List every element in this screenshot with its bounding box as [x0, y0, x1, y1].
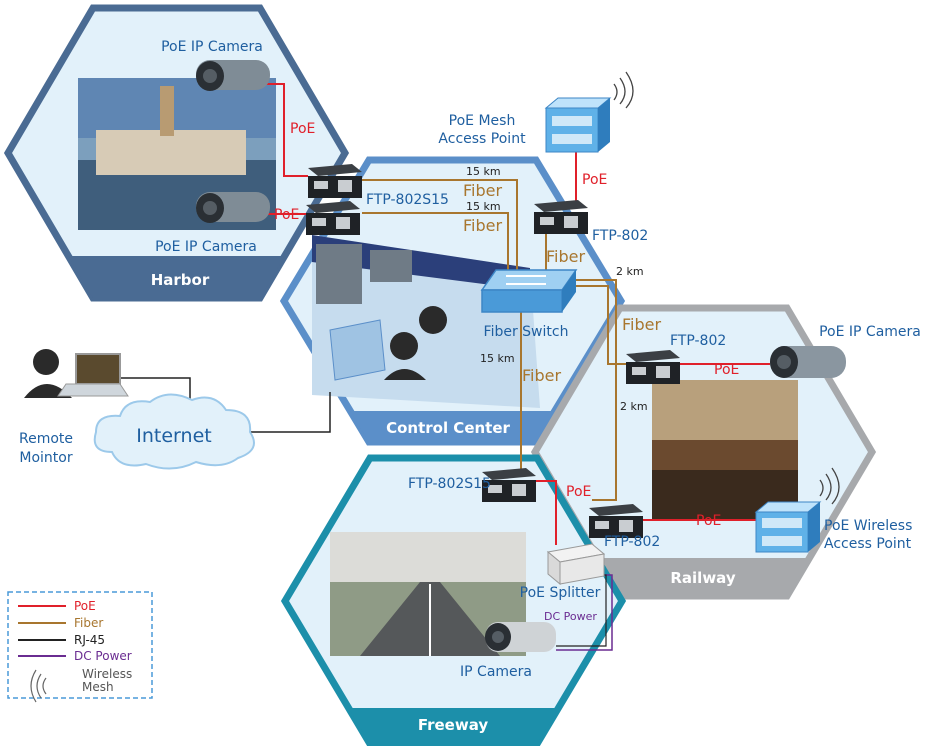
fiber-label: Fiber: [522, 366, 561, 385]
fiber-line: [564, 279, 617, 501]
poe-label: PoE: [290, 121, 315, 137]
fiber-label: Fiber: [463, 181, 502, 200]
legend-wireless-line1: Wireless: [82, 667, 132, 681]
media-converter-icon: [534, 200, 588, 234]
wireless-ap-label-line1: PoE Wireless: [824, 518, 912, 534]
access-point-icon: [544, 97, 612, 153]
fiber-label: Fiber: [463, 216, 502, 235]
harbor-camera-top-label: PoE IP Camera: [161, 39, 263, 55]
media-converter-icon: [306, 201, 360, 235]
media-converter-icon: [589, 504, 643, 538]
media-converter-icon: [482, 468, 536, 502]
fiber-switch-icon: [480, 269, 578, 313]
ftp-802s15-harbor-label: FTP-802S15: [366, 192, 449, 208]
fiber-switch-label: Fiber Switch: [484, 324, 569, 340]
mesh-ap-label-line1: PoE Mesh: [449, 113, 516, 129]
legend: PoE Fiber RJ-45 DC Power Wireless Mesh: [7, 591, 153, 703]
dc-power-label: DC Power: [544, 610, 597, 623]
camera-icon: [485, 622, 556, 652]
ftp-802-railway-top-label: FTP-802: [670, 333, 726, 349]
operator-icon: [390, 332, 418, 360]
legend-item-poe: PoE: [74, 599, 96, 613]
ftp-802s15-freeway-label: FTP-802S15: [408, 476, 491, 492]
fiber-label: Fiber: [546, 247, 585, 266]
distance-label: 2 km: [616, 265, 644, 278]
fiber-line: [362, 212, 509, 270]
railway-camera-label: PoE IP Camera: [819, 324, 921, 340]
legend-item-dc-power: DC Power: [74, 649, 132, 663]
media-converter-icon: [626, 350, 680, 384]
legend-item-rj45: RJ-45: [74, 633, 105, 647]
fiber-line: [362, 179, 518, 270]
remote-monitor-label-line2: Mointor: [19, 450, 72, 466]
remote-monitor-label-line1: Remote: [19, 431, 73, 447]
operator-icon: [419, 306, 447, 334]
access-point-icon: [754, 501, 822, 553]
fiber-label: Fiber: [622, 315, 661, 334]
remote-user-icon: [24, 349, 129, 398]
harbor-camera-bottom-label: PoE IP Camera: [155, 239, 257, 255]
camera-icon: [770, 346, 846, 378]
poe-label: PoE: [566, 484, 591, 500]
legend-item-fiber: Fiber: [74, 616, 103, 630]
poe-splitter-icon: [546, 543, 606, 586]
distance-label: 15 km: [466, 200, 501, 213]
poe-line: [530, 480, 557, 545]
poe-label: PoE: [696, 513, 721, 529]
rj45-line: [248, 392, 331, 433]
distance-label: 2 km: [620, 400, 648, 413]
ftp-802-railway-bottom-label: FTP-802: [604, 534, 660, 550]
poe-label: PoE: [714, 362, 739, 378]
wireless-icon: [613, 71, 634, 109]
internet-label: Internet: [136, 425, 211, 447]
harbor-label: Harbor: [151, 271, 210, 289]
ftp-802-mesh-label: FTP-802: [592, 228, 648, 244]
poe-splitter-label: PoE Splitter: [520, 585, 601, 601]
distance-label: 15 km: [466, 165, 501, 178]
camera-icon: [196, 192, 270, 223]
wireless-ap-label-line2: Access Point: [824, 536, 912, 552]
legend-wireless-line2: Mesh: [82, 680, 114, 694]
wireless-icon: [819, 467, 840, 505]
ip-camera-label: IP Camera: [460, 664, 532, 680]
poe-label: PoE: [274, 207, 299, 223]
railway-label: Railway: [670, 569, 735, 587]
control-center-label: Control Center: [386, 419, 510, 437]
internet-cloud-icon: Internet: [93, 393, 255, 470]
media-converter-icon: [308, 164, 362, 198]
mesh-ap-label-line2: Access Point: [438, 131, 526, 147]
distance-label: 15 km: [480, 352, 515, 365]
camera-icon: [196, 60, 270, 91]
freeway-label: Freeway: [418, 716, 489, 734]
poe-label: PoE: [582, 172, 607, 188]
wireless-icon: [30, 669, 47, 703]
